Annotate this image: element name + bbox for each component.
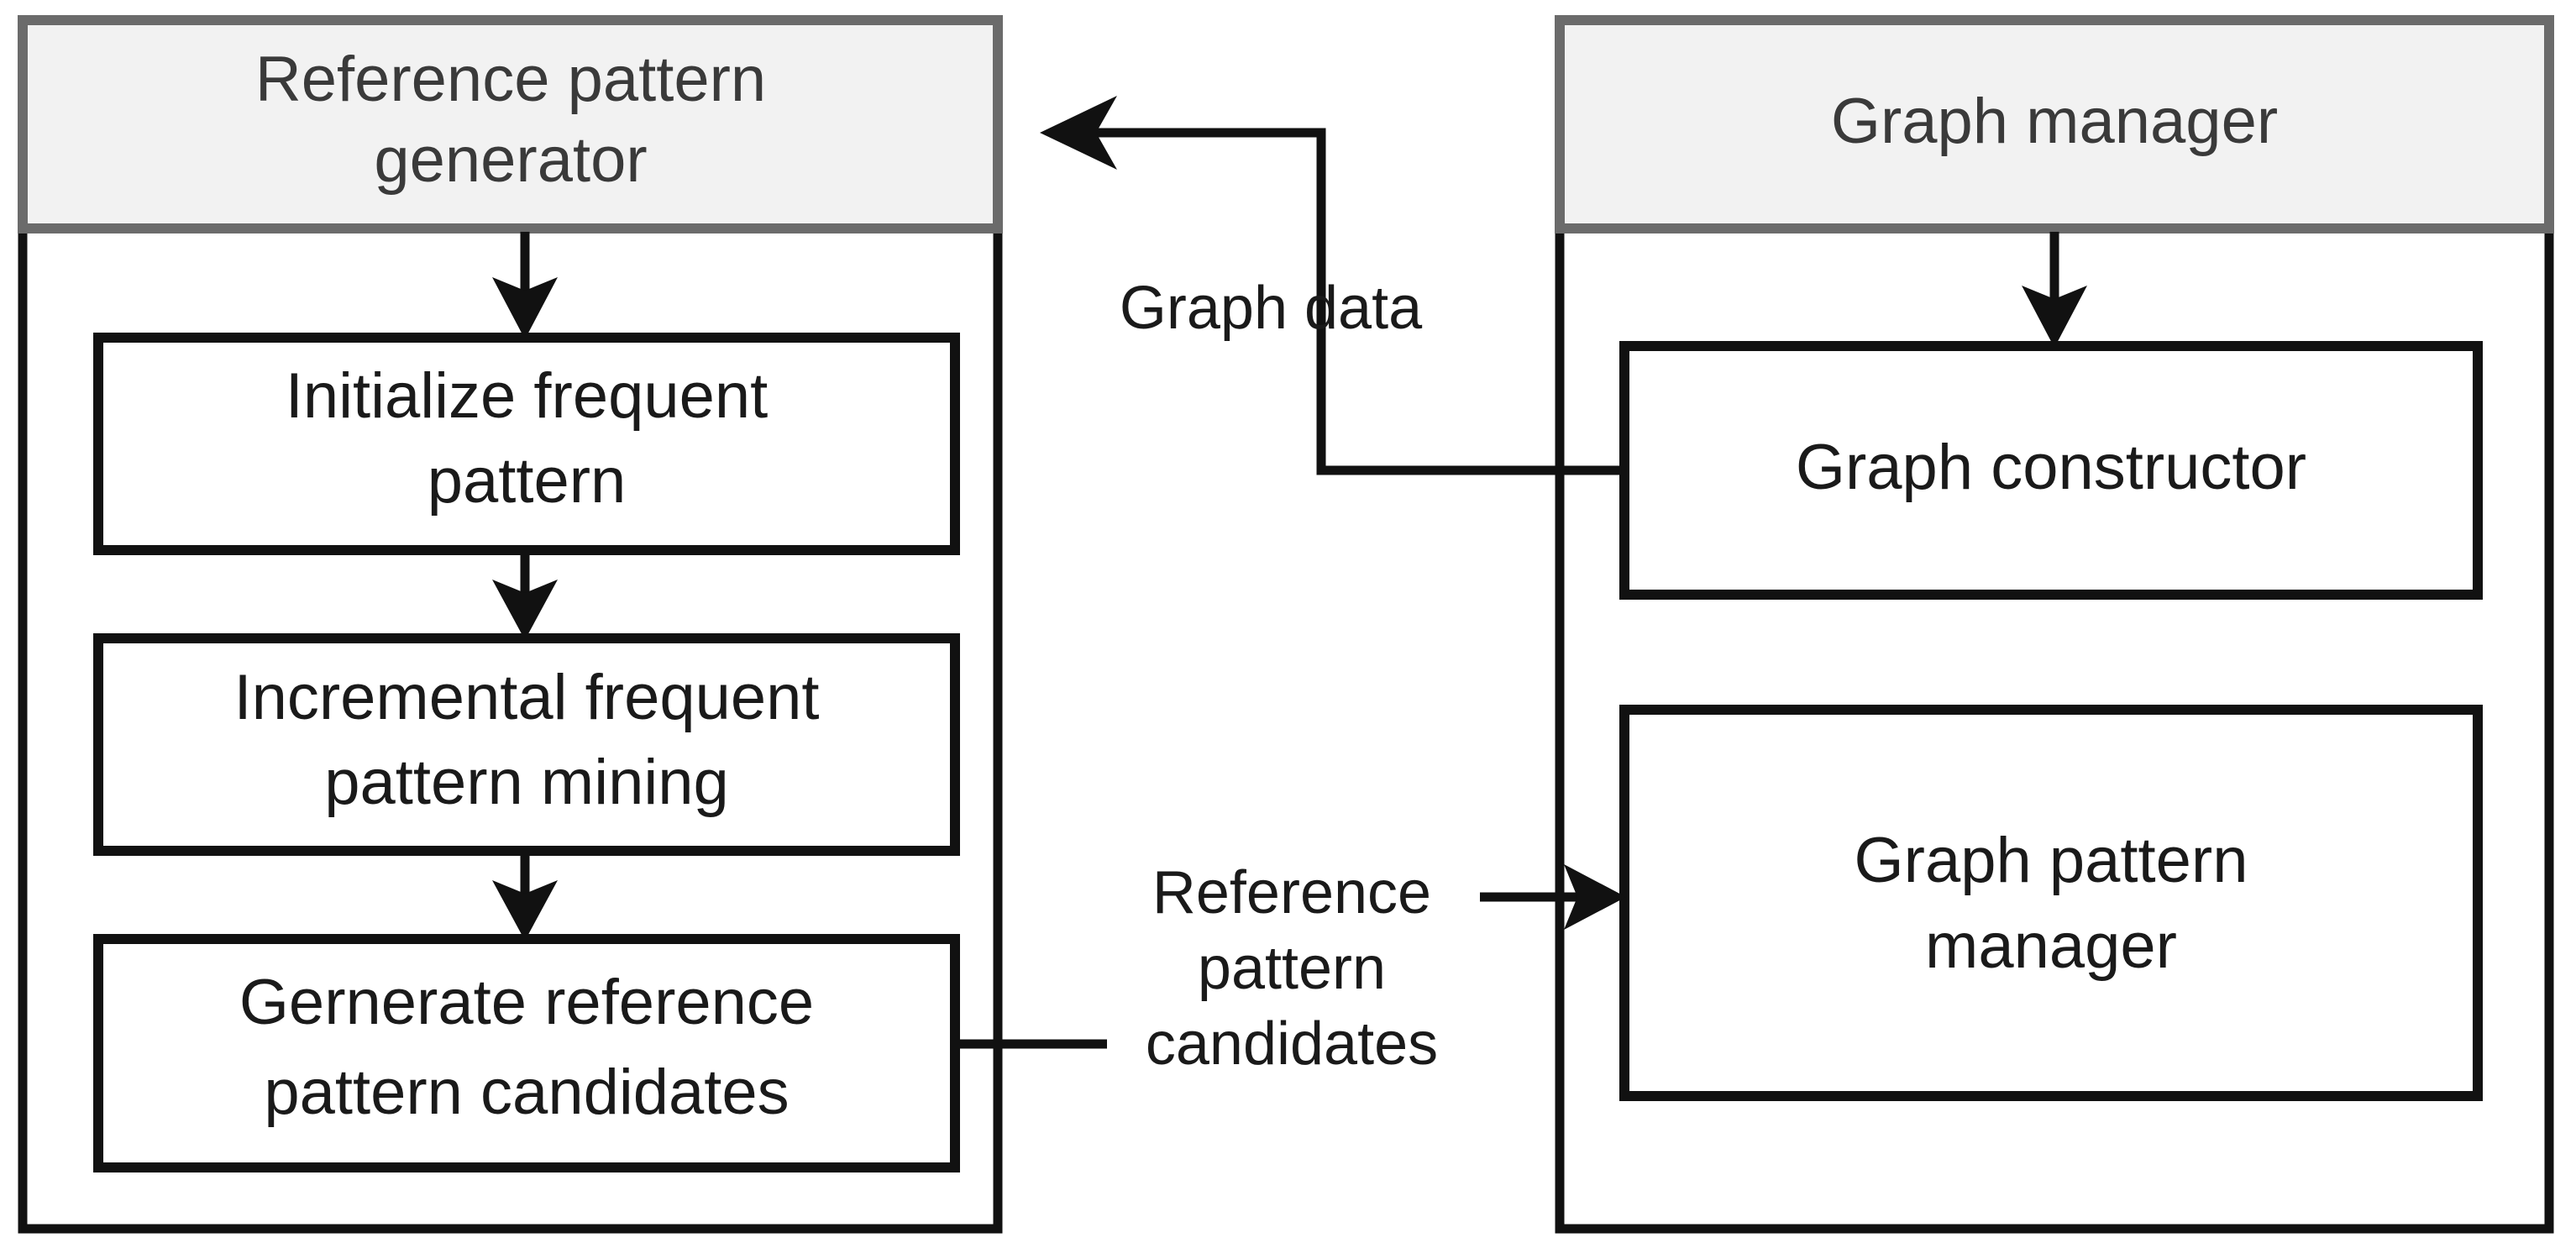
arrow-incremental-to-gernerate (492, 851, 558, 941)
box-rect-graph-pattern-manager (1619, 705, 2483, 1101)
panel-graph-manager: Graph manager Graph constructor Graph pa… (1555, 15, 2554, 1234)
box-label-line1-initialize-frequent-pattern: Initialize frequent (286, 360, 769, 432)
panel-title-line2-reference-pattern-generator: generator (374, 124, 647, 196)
box-gernerate-reference-pattern-candidates: Gernerate reference pattern candidates (93, 934, 960, 1172)
box-label-line2-initialize-frequent-pattern: pattern (428, 445, 627, 517)
box-graph-pattern-manager: Graph pattern manager (1619, 705, 2483, 1101)
box-label-line1-graph-pattern-manager: Graph pattern (1855, 825, 2248, 896)
panel-title-line1-reference-pattern-generator: Reference pattern (255, 44, 766, 115)
panel-reference-pattern-generator: Reference pattern generator Initialize f… (18, 15, 1003, 1234)
box-label-line2-gernerate-reference-pattern-candidates: pattern candidates (264, 1057, 789, 1128)
edge-label-line1-reference-pattern-candidates: Reference (1152, 859, 1431, 926)
box-rect-gernerate-reference-pattern-candidates (93, 934, 960, 1172)
box-label-line1-incremental-frequent-pattern-mining: Incremental frequent (233, 662, 819, 733)
box-incremental-frequent-pattern-mining: Incremental frequent pattern mining (93, 633, 960, 856)
edge-label-graph-data: Graph data (1120, 275, 1423, 342)
box-rect-graph-constructor (1619, 341, 2483, 600)
edge-label-line3-reference-pattern-candidates: candidates (1146, 1010, 1438, 1078)
box-rect-initialize-frequent-pattern (93, 333, 960, 555)
box-graph-constructor: Graph constructor (1619, 341, 2483, 600)
edge-graph-data: Graph data (1040, 96, 1624, 475)
arrow-header-to-graph-constructor (2022, 232, 2087, 348)
box-label-line2-incremental-frequent-pattern-mining: pattern mining (324, 747, 729, 818)
box-initialize-frequent-pattern: Initialize frequent pattern (93, 333, 960, 555)
box-label-line1-gernerate-reference-pattern-candidates: Gernerate reference (239, 967, 814, 1038)
arrow-header-to-initialize (492, 232, 558, 339)
edge-label-line2-reference-pattern-candidates: pattern (1198, 935, 1386, 1002)
arrow-initialize-to-incremental (492, 550, 558, 640)
box-label-line2-graph-pattern-manager: manager (1925, 910, 2177, 982)
panel-header-graph-manager (1555, 15, 2554, 233)
box-label-graph-constructor: Graph constructor (1796, 432, 2306, 503)
edge-reference-pattern-candidates: Reference pattern candidates (955, 859, 1626, 1078)
panel-title-line1-graph-manager: Graph manager (1831, 86, 2278, 157)
panel-header-reference-pattern-generator (18, 15, 1003, 233)
